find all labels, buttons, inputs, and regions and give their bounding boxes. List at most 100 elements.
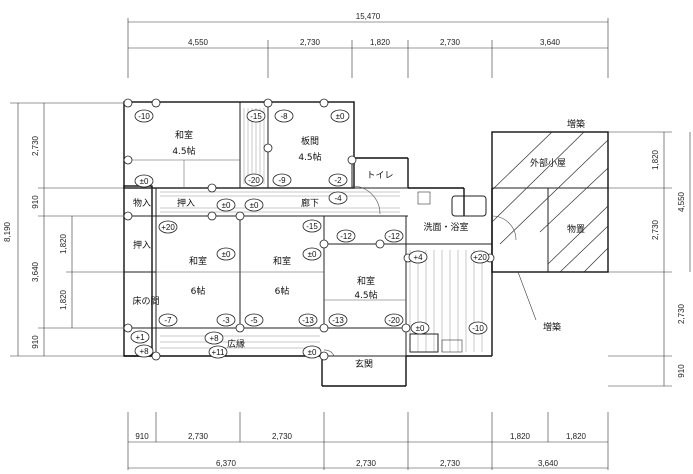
level-mark-oval [302,345,322,359]
level-mark-oval [158,220,178,234]
level-mark-oval [410,321,430,335]
level-mark-text: +8 [209,334,219,343]
level-mark-text: -3 [222,316,230,325]
level-mark-oval [336,229,356,243]
level-mark-text: +11 [212,348,226,357]
room-washitsu-left-size: 6帖 [191,285,206,297]
level-mark-oval [244,313,264,327]
dim-right-3: 2,730 [677,303,686,324]
stove [441,339,463,353]
level-mark-oval [216,313,236,327]
level-mark-oval [408,250,428,264]
level-mark-text: -12 [340,232,352,241]
fixtures [409,191,487,353]
dim-bottom-upper-3: 2,730 [272,432,293,441]
door-swings [323,185,517,357]
dim-bottom-lower-3: 2,730 [440,459,461,468]
level-mark-text: -13 [332,316,344,325]
dim-bottom-upper-1: 910 [135,432,149,441]
room-itama-name: 板間 [301,135,319,147]
room-genkan-name: 玄関 [355,358,373,370]
dim-top-4: 2,730 [440,38,461,47]
dim-left-inner-1: 1,820 [59,233,68,254]
level-marks: -10-15-8±0±0-20-9-2-4±0±0-15+20-12-12+4+… [130,109,490,359]
room-washitsu-left-name: 和室 [189,255,207,267]
dim-left-2: 910 [31,195,40,209]
level-mark-oval [470,250,490,264]
tatami-lines [128,159,406,301]
room-toilet-name: トイレ [366,171,393,181]
dim-top-2: 2,730 [300,38,321,47]
level-mark-text: -20 [388,316,400,325]
level-mark-text: -12 [388,232,400,241]
level-mark-text: ±0 [336,112,345,121]
dim-right-total: 4,550 [677,191,686,212]
level-mark-oval [134,174,154,188]
dim-right-2: 2,730 [651,219,660,240]
room-monooki-name: 物置 [567,223,585,235]
level-mark-oval [216,198,236,212]
level-mark-text: -8 [280,112,288,121]
level-mark-oval [328,191,348,205]
dim-bottom-upper-4: 1,820 [510,432,531,441]
level-mark-text: +4 [413,253,423,262]
bottom-dimensions: 910 2,730 2,730 1,820 1,820 6,370 2,730 … [127,412,609,470]
dim-left-1: 2,730 [31,135,40,156]
dim-top-total: 15,470 [356,12,381,21]
dim-bottom-lower-1: 6,370 [216,459,237,468]
dim-left-3: 3,640 [31,261,40,282]
level-mark-oval [384,313,404,327]
level-mark-text: -15 [306,222,318,231]
dim-bottom-lower-4: 3,640 [538,459,559,468]
level-mark-oval [274,109,294,123]
level-mark-text: -9 [278,176,286,185]
room-oshiire-upper-name: 押入 [177,197,195,209]
dim-top-1: 4,550 [188,38,209,47]
right-dimensions: 1,820 2,730 2,730 910 4,550 [608,131,691,387]
level-mark-oval [272,173,292,187]
level-mark-oval [130,330,150,344]
level-mark-text: -5 [250,316,258,325]
level-mark-oval [298,313,318,327]
level-mark-text: -15 [250,112,262,121]
bathtub [451,195,487,217]
level-mark-text: ±0 [416,324,425,333]
level-mark-text: +20 [161,223,175,232]
dim-left-total: 8,190 [3,221,12,242]
label-zouchiku-bottom: 増築 [543,321,561,333]
dim-bottom-upper-5: 1,820 [566,432,587,441]
left-dimensions: 8,190 2,730 910 3,640 910 1,820 1,820 [3,102,128,357]
level-mark-oval [134,344,154,358]
room-tokonoma-name: 床の間 [132,295,159,307]
level-mark-oval [328,173,348,187]
room-labels: 和室 4.5帖 板間 4.5帖 トイレ 物入 押入 廊下 押入 和室 6帖 和室… [132,118,585,370]
dim-right-4: 910 [677,364,686,378]
level-mark-text: ±0 [250,201,259,210]
level-mark-text: -7 [164,316,172,325]
level-mark-oval [208,345,228,359]
dim-bottom-lower-2: 2,730 [356,459,377,468]
level-mark-text: -13 [302,316,314,325]
level-mark-text: +1 [135,333,145,342]
level-mark-oval [328,313,348,327]
level-mark-text: ±0 [222,201,231,210]
level-mark-text: ±0 [308,250,317,259]
toilet-fixture [417,191,431,205]
dim-right-1: 1,820 [651,149,660,170]
level-mark-text: -10 [138,112,150,121]
room-gaibu-koya-name: 外部小屋 [530,157,566,169]
room-washitsu-nw-name: 和室 [175,129,193,141]
level-mark-text: ±0 [140,177,149,186]
dim-left-4: 910 [31,335,40,349]
level-mark-oval [384,229,404,243]
level-mark-text: +8 [139,347,149,356]
room-washitsu-se-name: 和室 [357,275,375,287]
level-mark-text: -20 [248,176,260,185]
dim-top-3: 1,820 [370,38,391,47]
room-washitsu-se-size: 4.5帖 [354,289,377,301]
dim-left-inner-2: 1,820 [59,289,68,310]
room-itama-size: 4.5帖 [298,151,321,163]
columns [123,98,495,361]
level-mark-oval [302,247,322,261]
